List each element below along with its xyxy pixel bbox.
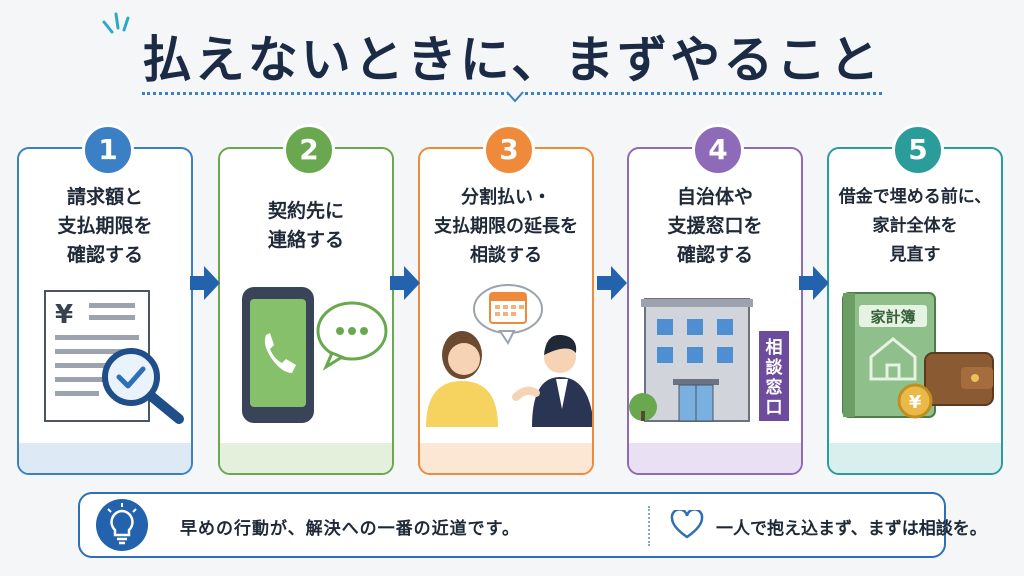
- step-badge-1: 1: [82, 124, 134, 176]
- consultation-people-icon: [426, 284, 592, 427]
- coin-yen-mark: ¥: [909, 392, 922, 413]
- step-card-4: 自治体や 支援窓口を 確認する 相 談 窓 口: [627, 147, 803, 475]
- arrow-right-icon: [597, 266, 627, 300]
- lightbulb-icon: [96, 499, 148, 551]
- step-card-1: 請求額と 支払期限を 確認する ¥: [17, 147, 193, 475]
- step-line: 相談する: [470, 245, 542, 266]
- step-line: 連絡する: [267, 229, 344, 251]
- card-footer: [629, 443, 801, 473]
- card-footer: [220, 443, 392, 473]
- step-text: 契約先に 連絡する: [224, 197, 388, 255]
- arrow-right-icon: [190, 266, 220, 300]
- consult-sign-char: 談: [766, 357, 784, 378]
- invoice-magnifier-icon: ¥: [44, 290, 184, 424]
- office-building-icon: 相 談 窓 口: [629, 298, 789, 422]
- step-line: 家計全体を: [872, 216, 958, 236]
- consult-sign-char: 窓: [766, 377, 783, 398]
- step-badge-4: 4: [692, 124, 744, 176]
- arrow-right-icon: [799, 266, 829, 300]
- step-line: 見直す: [889, 245, 941, 265]
- step-card-2: 契約先に 連絡する: [218, 147, 394, 475]
- advice-message-1: 早めの行動が、解決への一番の近道です。: [180, 519, 520, 539]
- step-line: 確認する: [676, 244, 753, 266]
- consult-sign-char: 相: [766, 337, 783, 358]
- step-text: 自治体や 支援窓口を 確認する: [633, 183, 797, 270]
- phone-chat-icon: [242, 287, 388, 423]
- step-line: 借金で埋める前に、: [838, 187, 992, 207]
- card-footer: [19, 443, 191, 473]
- step-card-5: 借金で埋める前に、 家計全体を 見直す 家計簿 ¥: [827, 147, 1003, 475]
- consult-sign-char: 口: [766, 398, 783, 418]
- step-line: 確認する: [66, 244, 143, 266]
- step-badge-5: 5: [892, 124, 944, 176]
- step-line: 契約先に: [267, 200, 344, 222]
- step-line: 請求額と: [66, 186, 143, 208]
- step-line: 支払期限の延長を: [434, 216, 578, 237]
- heart-icon: [670, 510, 704, 539]
- page-title: 払えないときに、まずやること: [141, 31, 883, 89]
- household-budget-icon: 家計簿 ¥: [842, 292, 994, 419]
- step-text: 請求額と 支払期限を 確認する: [23, 183, 187, 270]
- step-text: 分割払い・ 支払期限の延長を 相談する: [424, 183, 588, 270]
- yen-mark: ¥: [55, 300, 73, 330]
- step-badge-3: 3: [483, 124, 535, 176]
- step-line: 分割払い・: [461, 187, 551, 208]
- book-label: 家計簿: [870, 308, 915, 326]
- advice-message-2: 一人で抱え込まず、まずは相談を。: [716, 519, 987, 539]
- banner-divider: [648, 506, 650, 546]
- step-text: 借金で埋める前に、 家計全体を 見直す: [833, 183, 997, 270]
- card-footer: [420, 443, 592, 473]
- step-line: 支援窓口を: [667, 215, 763, 237]
- advice-banner: 早めの行動が、解決への一番の近道です。 一人で抱え込まず、まずは相談を。: [78, 492, 987, 558]
- step-badge-2: 2: [283, 124, 335, 176]
- step-line: 自治体や: [676, 186, 753, 208]
- sparkle-decoration-icon: [102, 12, 130, 34]
- chevron-down-icon: [506, 91, 524, 103]
- step-line: 支払期限を: [57, 215, 153, 237]
- step-card-3: 分割払い・ 支払期限の延長を 相談する: [418, 147, 594, 475]
- card-footer: [829, 443, 1001, 473]
- arrow-right-icon: [390, 266, 420, 300]
